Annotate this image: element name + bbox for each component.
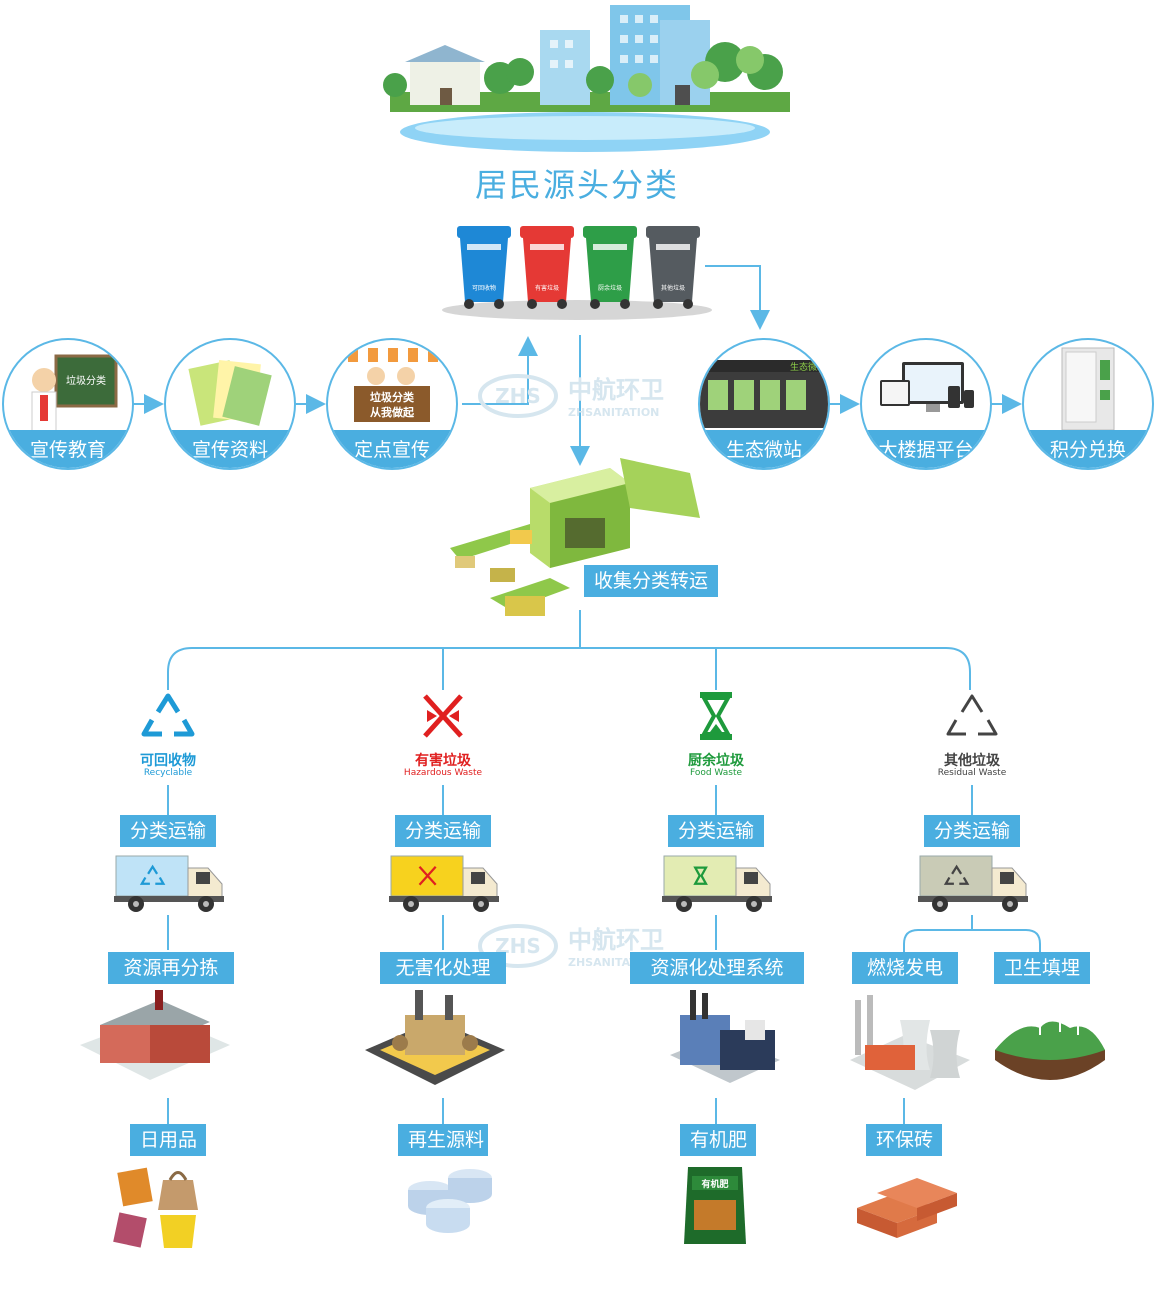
product-label-recyclable: 日用品: [130, 1124, 206, 1156]
watermark-en: ZHSANITATION: [568, 406, 659, 419]
garbage-truck-icon: [114, 855, 224, 912]
eco-bricks-illustration: [857, 1178, 957, 1238]
circle-label: 积分兑换: [1049, 439, 1126, 461]
garbage-truck-icon: [662, 855, 772, 912]
category-name-en: Residual Waste: [937, 768, 1007, 778]
circle-label: 大楼据平台: [878, 439, 974, 461]
brochures-icon: [188, 359, 272, 426]
watermark-top: ZHS 中航环卫 ZHSANITATION: [478, 372, 708, 426]
watermark-cn: 中航环卫: [568, 926, 664, 954]
circle-label: 定点宣传: [353, 439, 430, 461]
landfill-illustration: [995, 1005, 1105, 1080]
process-label-food: 资源化处理系统: [630, 952, 804, 984]
category-name-en: Recyclable: [143, 768, 193, 778]
circle-points-exchange: 积分兑换: [1022, 338, 1154, 470]
hazard-x-icon: [423, 694, 463, 738]
bin-label: 厨余垃圾: [598, 284, 622, 292]
category-name-cn: 其他垃圾: [944, 753, 1000, 769]
bins-shadow: [442, 300, 712, 320]
hourglass-icon: [700, 692, 732, 740]
category-name-en: Food Waste: [689, 768, 743, 778]
transport-label-residual: 分类运输: [924, 815, 1020, 847]
category-name-cn: 有害垃圾: [415, 753, 471, 769]
transport-label-hazardous: 分类运输: [395, 815, 491, 847]
circle-label: 宣传教育: [29, 439, 106, 461]
daily-goods-illustration: [113, 1167, 198, 1248]
page-title: 居民源头分类: [474, 166, 679, 204]
process-label-hazardous: 无害化处理: [380, 952, 506, 984]
process-label-incineration: 燃烧发电: [852, 952, 958, 984]
product-label-residual: 环保砖: [866, 1124, 942, 1156]
trash-bin-icon: 可回收物: [457, 226, 511, 309]
sorting-plant-illustration: [80, 990, 230, 1080]
devices-icon: [880, 362, 974, 412]
collection-label: 收集分类转运: [584, 565, 719, 597]
blackboard-text: 垃圾分类: [66, 374, 106, 387]
process-label-landfill: 卫生填埋: [994, 952, 1090, 984]
circle-eco-station: 生态微站 生态微站: [698, 338, 830, 470]
watermark-cn: 中航环卫: [568, 376, 664, 404]
vending-machine-icon: [1061, 347, 1115, 431]
town-illustration: [383, 5, 790, 152]
transport-label-recyclable: 分类运输: [120, 815, 216, 847]
process-label-recyclable: 资源再分拣: [108, 952, 234, 984]
collection-facility-illustration: [450, 458, 700, 616]
circle-education: 垃圾分类 宣传教育: [2, 338, 134, 470]
transport-label-food: 分类运输: [668, 815, 764, 847]
garbage-truck-icon: [389, 855, 499, 912]
hazardous-treatment-plant-illustration: [365, 990, 505, 1085]
circle-booth: 垃圾分类 从我做起 定点宣传: [326, 338, 458, 470]
recycled-material-illustration: [408, 1169, 492, 1233]
circle-materials: 宣传资料: [164, 338, 296, 470]
booth-sign-line1: 垃圾分类: [370, 390, 415, 404]
fertilizer-bag-text: 有机肥: [701, 1178, 728, 1190]
circle-label: 生态微站: [725, 439, 802, 461]
recycle-icon: [141, 693, 195, 737]
recycle-outline-icon: [946, 694, 998, 736]
teacher-blackboard-icon: 垃圾分类: [31, 354, 118, 433]
fertilizer-bag-illustration: 有机肥: [684, 1167, 746, 1244]
circle-data-platform: 大楼据平台: [860, 338, 992, 470]
bin-label: 可回收物: [472, 284, 496, 292]
watermark-logo-text: ZHS: [495, 384, 541, 408]
power-plant-illustration: [850, 995, 970, 1090]
product-label-food: 有机肥: [680, 1124, 756, 1156]
product-label-hazardous: 再生源料: [398, 1124, 488, 1156]
watermark-logo-icon: ZHS 中航环卫 ZHSANITATION: [478, 374, 664, 419]
category-name-en: Hazardous Waste: [403, 768, 483, 778]
sorting-bins: 可回收物 有害垃圾 厨余垃圾 其他垃圾: [440, 222, 715, 322]
bin-label: 有害垃圾: [535, 284, 559, 292]
food-processing-plant-illustration: [670, 990, 780, 1083]
trash-bin-icon: 有害垃圾: [520, 226, 574, 309]
booth-sign-line2: 从我做起: [370, 405, 415, 419]
category-name-cn: 厨余垃圾: [688, 753, 744, 769]
bin-label: 其他垃圾: [661, 284, 685, 292]
circle-label: 宣传资料: [191, 439, 268, 461]
garbage-truck-icon: [918, 855, 1028, 912]
booth-icon: 垃圾分类 从我做起: [348, 348, 438, 422]
trash-bin-icon: 其他垃圾: [646, 226, 700, 309]
trash-bin-icon: 厨余垃圾: [583, 226, 637, 309]
category-name-cn: 可回收物: [140, 753, 196, 769]
